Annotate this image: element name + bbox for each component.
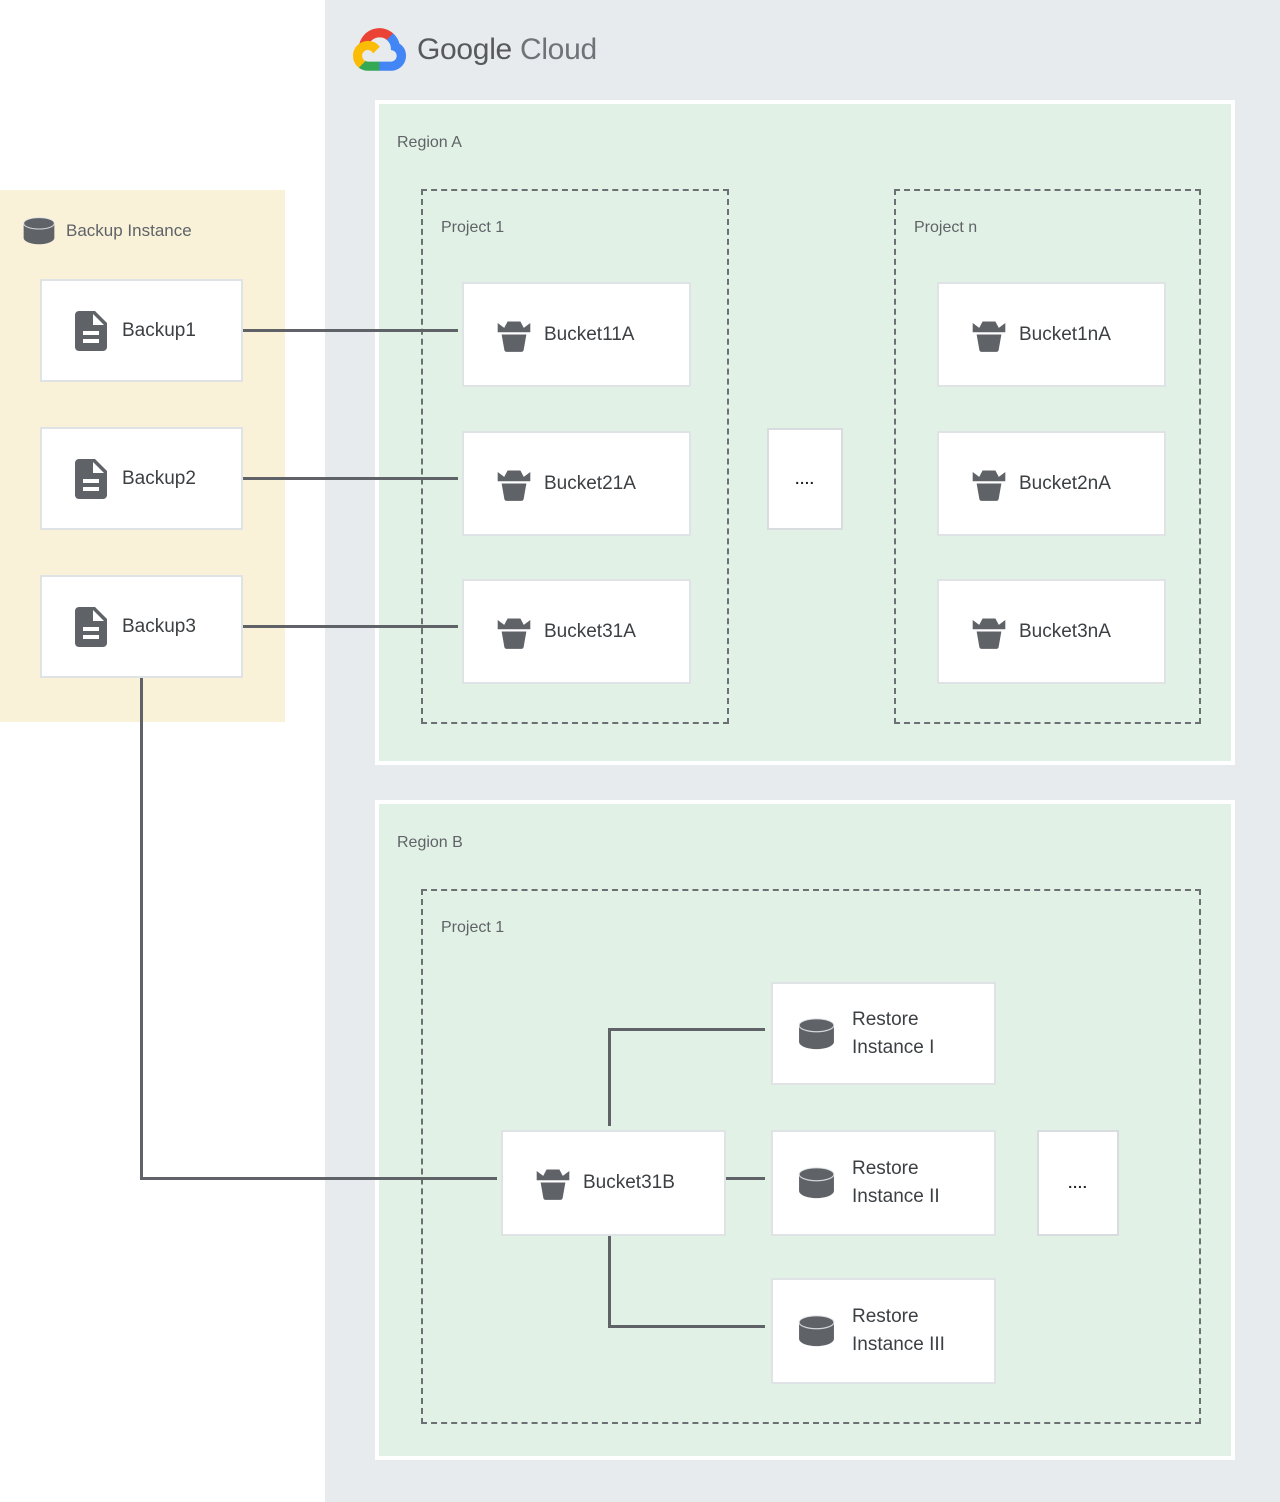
- region-a-project-1: Project 1 Bucket11A Bucket21A Bucket31A: [421, 189, 729, 724]
- storage-bucket-icon: [496, 615, 532, 649]
- region-a: Region A Project 1 Bucket11A Bucket21A B…: [375, 100, 1235, 765]
- bucket-2na-node: Bucket2nA: [937, 431, 1166, 536]
- storage-bucket-icon: [535, 1166, 571, 1200]
- backup2-node: Backup2: [40, 427, 243, 530]
- backup-label: Backup2: [122, 467, 196, 489]
- google-cloud-logo-icon: [353, 28, 406, 71]
- backup-file-icon: [67, 455, 115, 503]
- database-icon: [797, 1315, 836, 1347]
- backup-file-icon: [67, 307, 115, 355]
- bucket-label: Bucket31B: [583, 1172, 675, 1193]
- bucket-1na-node: Bucket1nA: [937, 282, 1166, 387]
- backup3-node: Backup3: [40, 575, 243, 678]
- database-icon: [20, 217, 58, 245]
- region-a-project-n: Project n Bucket1nA Bucket2nA Bucket3nA: [894, 189, 1201, 724]
- region-b: Region B Project 1 Restore Instance I Bu…: [375, 800, 1235, 1460]
- bucket-31b-node: Bucket31B: [501, 1130, 726, 1236]
- bucket-label: Bucket3nA: [1019, 620, 1111, 642]
- bucket-11a-node: Bucket11A: [462, 282, 691, 387]
- restore-instance-label: Restore Instance II: [852, 1158, 940, 1207]
- bucket-21a-node: Bucket21A: [462, 431, 691, 536]
- storage-bucket-icon: [971, 615, 1007, 649]
- connector-bucket31b-restore1-vertical: [608, 1030, 611, 1126]
- bucket-label: Bucket21A: [544, 472, 636, 494]
- restore-instance-3-node: Restore Instance III: [771, 1278, 996, 1384]
- connector-bucket31b-restore2: [722, 1177, 765, 1180]
- region-a-ellipsis-box: ....: [767, 428, 843, 530]
- connector-bucket31b-restore1-horizontal: [608, 1028, 765, 1031]
- storage-bucket-icon: [971, 318, 1007, 352]
- restore-instance-1-node: Restore Instance I: [771, 982, 996, 1085]
- connector-backup3-bucket31b-vertical: [140, 678, 143, 1180]
- bucket-3na-node: Bucket3nA: [937, 579, 1166, 684]
- database-icon: [797, 1018, 836, 1050]
- backup-instance-header: Backup Instance: [20, 214, 192, 248]
- bucket-31a-node: Bucket31A: [462, 579, 691, 684]
- logo-product: Cloud: [519, 32, 597, 66]
- restore-instance-label: Restore Instance III: [852, 1306, 945, 1355]
- bucket-label: Bucket2nA: [1019, 472, 1111, 494]
- bucket-label: Bucket1nA: [1019, 323, 1111, 345]
- bucket-label: Bucket11A: [544, 323, 635, 345]
- region-b-label: Region B: [397, 834, 463, 851]
- storage-bucket-icon: [971, 467, 1007, 501]
- region-b-ellipsis-box: ....: [1037, 1130, 1119, 1236]
- storage-bucket-icon: [496, 467, 532, 501]
- region-a-project-n-label: Project n: [914, 219, 978, 236]
- connector-bucket31b-restore3-vertical: [608, 1232, 611, 1328]
- region-a-project-1-label: Project 1: [441, 219, 505, 236]
- region-a-label: Region A: [397, 134, 462, 151]
- connector-bucket31b-restore3-horizontal: [608, 1325, 765, 1328]
- backup-label: Backup1: [122, 319, 196, 341]
- region-b-project-1: Project 1 Restore Instance I Bucket31B R: [421, 889, 1201, 1424]
- backup-instance-panel: Backup Instance Backup1 Backup2 Backup3: [0, 190, 285, 722]
- restore-instance-2-node: Restore Instance II: [771, 1130, 996, 1236]
- connector-backup3-bucket31a: [243, 625, 458, 628]
- bucket-label: Bucket31A: [544, 620, 636, 642]
- logo-brand: Google: [417, 32, 512, 66]
- backup-instance-title: Backup Instance: [66, 221, 192, 240]
- connector-backup3-bucket31b-horizontal: [140, 1177, 497, 1180]
- backup-file-icon: [67, 603, 115, 651]
- database-icon: [797, 1167, 836, 1199]
- region-b-project-1-label: Project 1: [441, 919, 505, 936]
- restore-instance-label: Restore Instance I: [852, 1008, 935, 1058]
- storage-bucket-icon: [496, 318, 532, 352]
- connector-backup1-bucket11a: [243, 329, 458, 332]
- backup-label: Backup3: [122, 615, 196, 637]
- ellipsis-label: ....: [1068, 1175, 1088, 1191]
- ellipsis-label: ....: [795, 471, 815, 487]
- backup1-node: Backup1: [40, 279, 243, 382]
- connector-backup2-bucket21a: [243, 477, 458, 480]
